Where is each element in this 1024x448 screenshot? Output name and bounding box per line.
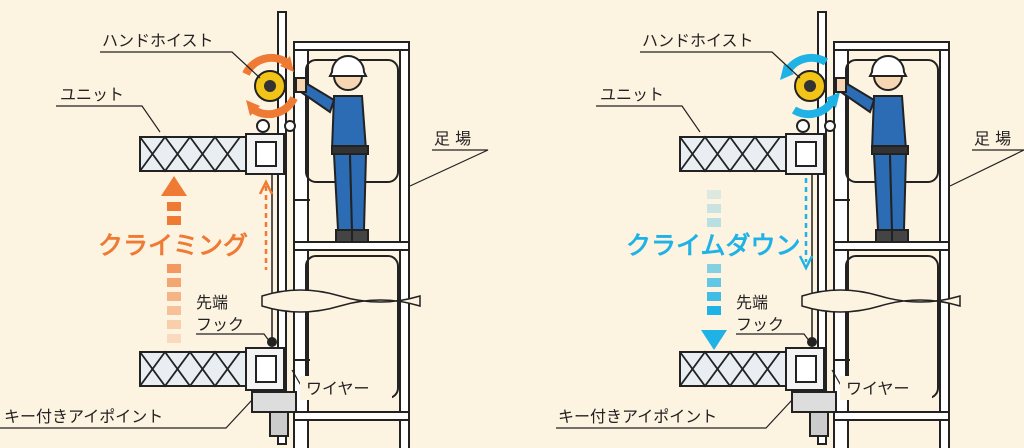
scaffold-deck [833, 241, 950, 251]
label-hook-line2: フック [736, 315, 784, 334]
worker-helmet [328, 55, 368, 77]
worker [835, 55, 909, 243]
unit-truss-lower [139, 337, 297, 437]
motion-arrow-right [258, 179, 274, 270]
label-motion: クライムダウン [626, 231, 801, 260]
arrow-dash [707, 264, 721, 273]
unit-truss-upper [679, 119, 836, 175]
scaffold [293, 41, 410, 448]
arrow-head [161, 176, 187, 196]
label-hook-line1: 先端 [196, 293, 228, 312]
label-wire: ワイヤー [306, 379, 370, 398]
label-eyepoint: キー付きアイポイント [558, 407, 717, 426]
leader-lines [556, 51, 1024, 429]
panel-climb-down: ハンドホイスト ユニット 足 場 クライムダウン 先端 フック ワイヤー キー付… [556, 11, 1024, 448]
worker-helmet [868, 55, 908, 77]
arrow-dash [707, 218, 721, 227]
eyepoint-bracket [251, 391, 297, 413]
arrow-dash [167, 320, 181, 329]
tip-hook [267, 337, 277, 347]
hand-hoist [780, 53, 840, 119]
motion-arrow-right [798, 178, 814, 271]
label-eyepoint: キー付きアイポイント [4, 407, 163, 426]
arrow-dash [167, 306, 181, 315]
arrow-dash [167, 334, 181, 343]
arrow-dash [707, 190, 721, 199]
worker [295, 55, 369, 243]
mast-rail [817, 11, 827, 445]
leader-lines [0, 51, 489, 429]
unit-truss-upper [139, 119, 296, 175]
label-unit: ユニット [600, 85, 664, 104]
break-marks [801, 289, 961, 313]
arrow-dash [707, 306, 721, 315]
unit-truss-lower [679, 337, 837, 437]
mast-rail [277, 11, 287, 445]
panel-climbing: ハンドホイスト ユニット 足 場 クライミング 先端 フック ワイヤー キー付き… [0, 11, 489, 448]
motion-arrow-left [701, 190, 727, 350]
break-marks [261, 289, 421, 313]
arrow-head [701, 330, 727, 350]
rotate-arrow-top [242, 53, 289, 76]
eyepoint-bracket [791, 391, 837, 413]
label-scaffold: 足 場 [974, 129, 1011, 148]
label-unit: ユニット [60, 85, 124, 104]
arrow-dash [707, 204, 721, 213]
label-scaffold: 足 場 [434, 129, 471, 148]
arrow-dash [167, 292, 181, 301]
motion-arrow-left [161, 176, 187, 343]
rotate-arrow-bottom [251, 96, 298, 119]
arrow-dash [167, 216, 181, 225]
label-hook-line1: 先端 [736, 293, 768, 312]
arrow-dash [707, 278, 721, 287]
label-hand-hoist: ハンドホイスト [102, 31, 214, 50]
hand-hoist [242, 53, 298, 119]
arrow-dash [167, 264, 181, 273]
arrow-dash [167, 202, 181, 211]
scaffold-deck [293, 241, 410, 251]
label-wire: ワイヤー [846, 379, 910, 398]
label-hand-hoist: ハンドホイスト [642, 31, 754, 50]
tip-hook [807, 337, 817, 347]
arrow-dash [707, 292, 721, 301]
label-motion: クライミング [98, 231, 248, 260]
arrow-dash [167, 278, 181, 287]
label-hook-line2: フック [196, 315, 244, 334]
